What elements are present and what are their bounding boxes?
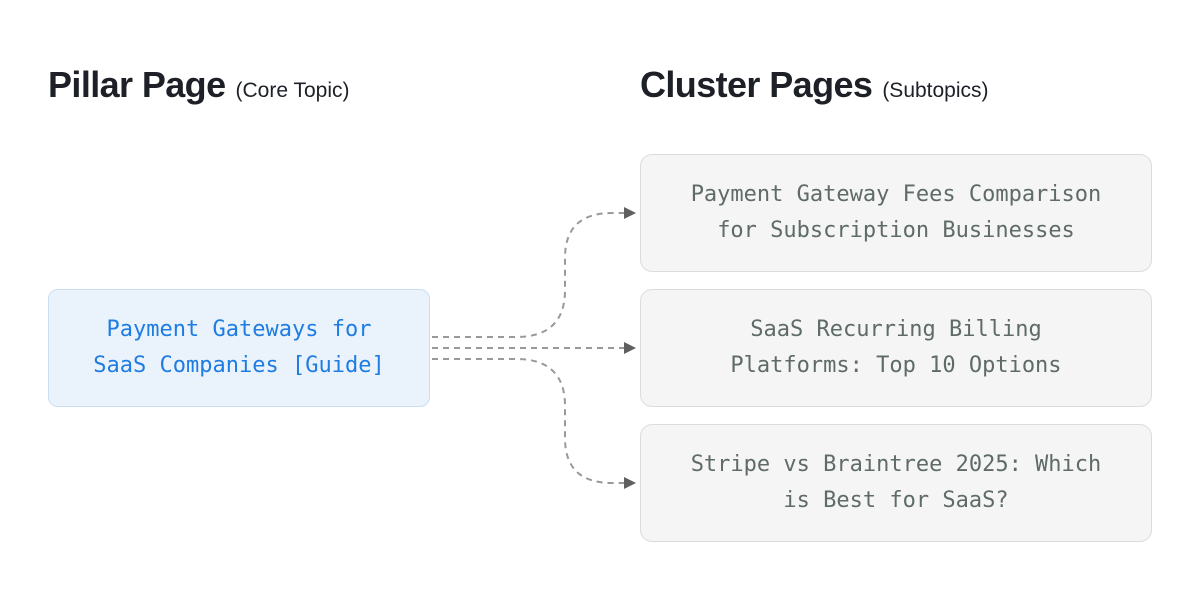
cluster-card-fees-comparison: Payment Gateway Fees Comparison for Subs…	[640, 154, 1152, 272]
pillar-page-card-label: Payment Gateways for SaaS Companies [Gui…	[93, 317, 385, 378]
cluster-card-label: SaaS Recurring Billing Platforms: Top 10…	[730, 317, 1062, 378]
cluster-heading-note: (Subtopics)	[882, 79, 989, 102]
pillar-heading: Pillar Page (Core Topic)	[48, 64, 349, 106]
cluster-card-stripe-vs-braintree: Stripe vs Braintree 2025: Which is Best …	[640, 424, 1152, 542]
connector-top-curve	[432, 212, 624, 338]
connector-bottom-curve	[432, 358, 624, 484]
cluster-card-billing-platforms: SaaS Recurring Billing Platforms: Top 10…	[640, 289, 1152, 407]
cluster-card-label: Stripe vs Braintree 2025: Which is Best …	[690, 452, 1102, 513]
cluster-heading: Cluster Pages (Subtopics)	[640, 64, 989, 106]
pillar-heading-title: Pillar Page	[48, 64, 226, 105]
cluster-card-label: Payment Gateway Fees Comparison for Subs…	[690, 182, 1102, 243]
arrowhead-bottom-icon	[624, 477, 636, 489]
cluster-heading-title: Cluster Pages	[640, 64, 873, 105]
arrowhead-top-icon	[624, 207, 636, 219]
arrowhead-middle-icon	[624, 342, 636, 354]
pillar-page-card: Payment Gateways for SaaS Companies [Gui…	[48, 289, 430, 407]
pillar-heading-note: (Core Topic)	[235, 79, 350, 102]
